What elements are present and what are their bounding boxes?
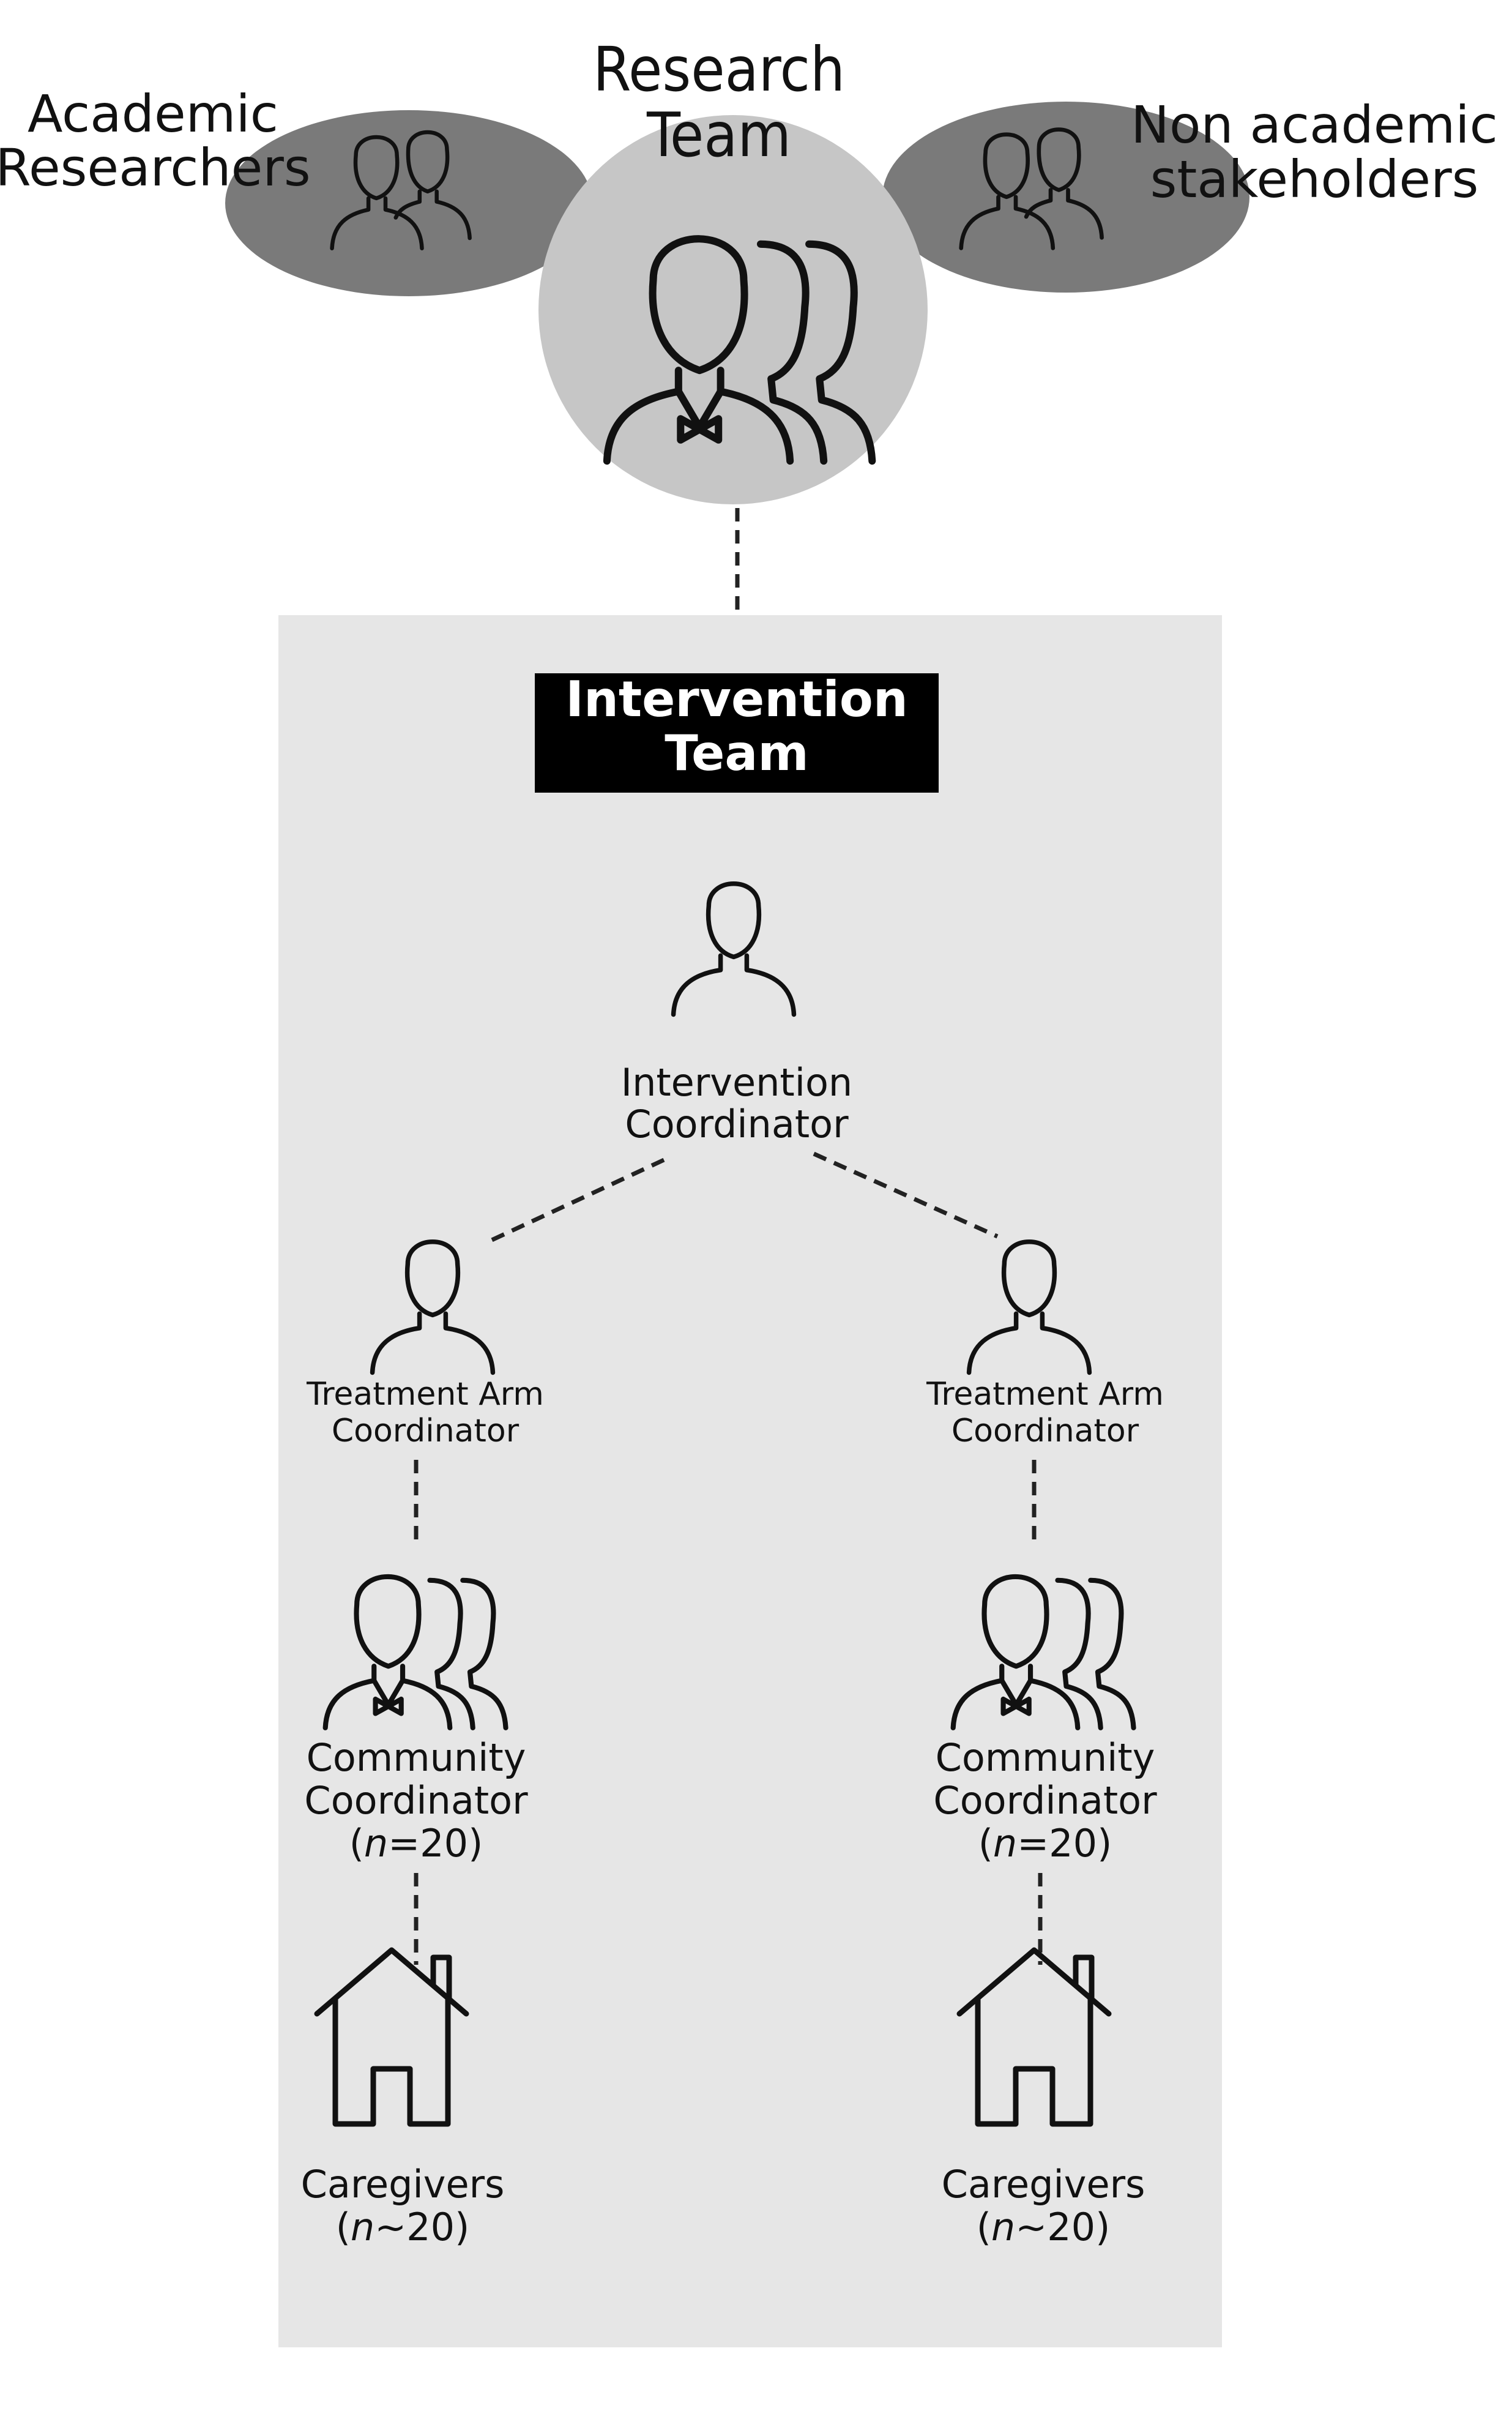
left-caregivers-count-val: ~20 <box>374 2205 455 2249</box>
nonacademic-label-line2: stakeholders <box>1150 149 1479 209</box>
intervention-coordinator-label-line2: Coordinator <box>625 1102 849 1146</box>
intervention-team-title-bar <box>535 673 939 793</box>
right-arm-coordinator-label-line1: Treatment Arm <box>926 1376 1164 1413</box>
left-caregivers-count: (n~20) <box>336 2205 470 2249</box>
left-community-label-line2: Coordinator <box>304 1778 528 1823</box>
left-community-label-line1: Community <box>307 1735 526 1780</box>
right-community-count-var: n <box>993 1821 1017 1866</box>
right-community-label-line1: Community <box>936 1735 1155 1780</box>
research-team-label-line2: Team <box>646 99 791 171</box>
right-caregivers-count-var: n <box>991 2205 1015 2249</box>
right-community-label-line2: Coordinator <box>933 1778 1157 1823</box>
right-arm-coordinator-label-line2: Coordinator <box>952 1413 1139 1449</box>
left-arm-coordinator-label-line1: Treatment Arm <box>306 1376 544 1413</box>
coordinator-to-left-arm-connector <box>485 1157 665 1245</box>
nonacademic-label-line1: Non academic <box>1131 95 1498 155</box>
right-caregivers-count: (n~20) <box>977 2205 1111 2249</box>
left-arm-coordinator-label-line2: Coordinator <box>332 1413 520 1449</box>
right-community-count-val: =20 <box>1017 1821 1097 1866</box>
intervention-team-panel <box>278 615 1222 2347</box>
intervention-coordinator-label-line1: Intervention <box>621 1060 852 1105</box>
right-caregivers-count-val: ~20 <box>1015 2205 1095 2249</box>
right-caregivers-label: Caregivers <box>942 2162 1145 2207</box>
academic-label-line1: Academic <box>28 84 278 144</box>
left-community-count-val: =20 <box>388 1821 468 1866</box>
nonacademic-stakeholders-oval <box>882 102 1249 293</box>
intervention-team-title-line1: Intervention <box>565 671 908 728</box>
left-caregivers-label: Caregivers <box>301 2162 505 2207</box>
coordinator-to-right-arm-connector <box>813 1151 999 1239</box>
left-community-count-var: n <box>364 1821 388 1866</box>
right-community-count: (n=20) <box>978 1821 1112 1866</box>
left-caregivers-count-var: n <box>351 2205 374 2249</box>
academic-label-line2: Researchers <box>0 138 311 198</box>
intervention-team-title-line2: Team <box>665 725 809 782</box>
research-team-label-line1: Research <box>593 34 845 105</box>
left-community-count: (n=20) <box>349 1821 483 1866</box>
